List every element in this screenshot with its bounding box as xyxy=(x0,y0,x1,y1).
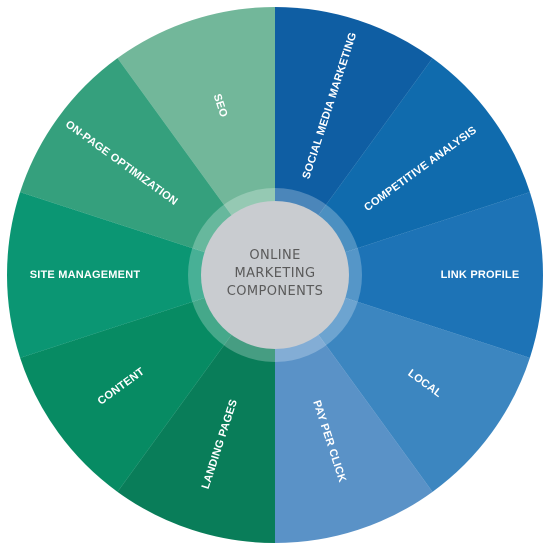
segment-competitive-analysis xyxy=(275,58,530,276)
center-disc xyxy=(201,201,349,349)
center-title-line-1: ONLINE xyxy=(249,248,300,263)
center-title-line-2: MARKETING xyxy=(234,266,315,281)
segment-site-management xyxy=(7,192,276,358)
segment-label-site-management: SITE MANAGEMENT xyxy=(30,269,141,281)
center-title-line-3: COMPONENTS xyxy=(227,284,323,299)
segment-landing-pages xyxy=(117,275,275,543)
segment-seo xyxy=(117,7,275,275)
segment-pay-per-click xyxy=(275,275,433,543)
segment-link-profile xyxy=(275,192,543,358)
segment-label-link-profile: LINK PROFILE xyxy=(441,269,520,281)
segment-content xyxy=(20,275,276,492)
segment-local xyxy=(275,275,530,492)
segment-social-media-marketing xyxy=(275,7,433,275)
segment-on-page-optimization xyxy=(20,58,276,276)
wheel-segments xyxy=(7,7,543,543)
